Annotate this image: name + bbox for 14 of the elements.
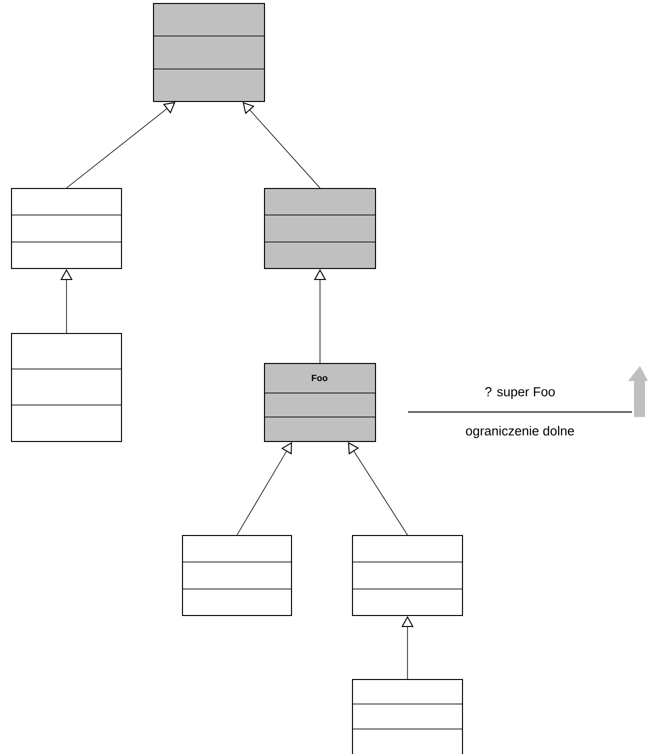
inheritance-arrow	[242, 102, 320, 188]
class-box: Foo	[264, 363, 376, 442]
inheritance-arrow	[66, 102, 176, 188]
inheritance-arrow	[348, 442, 408, 536]
class-box	[10, 188, 122, 269]
note-text: ? super Foo	[485, 387, 555, 399]
class-box	[352, 679, 463, 754]
note-text: ograniczenie dolne	[466, 426, 574, 438]
class-box	[152, 3, 265, 102]
class-box	[264, 188, 376, 269]
inheritance-arrow	[236, 442, 292, 536]
class-box	[182, 535, 292, 616]
class-box	[10, 333, 122, 442]
class-box	[352, 535, 463, 616]
